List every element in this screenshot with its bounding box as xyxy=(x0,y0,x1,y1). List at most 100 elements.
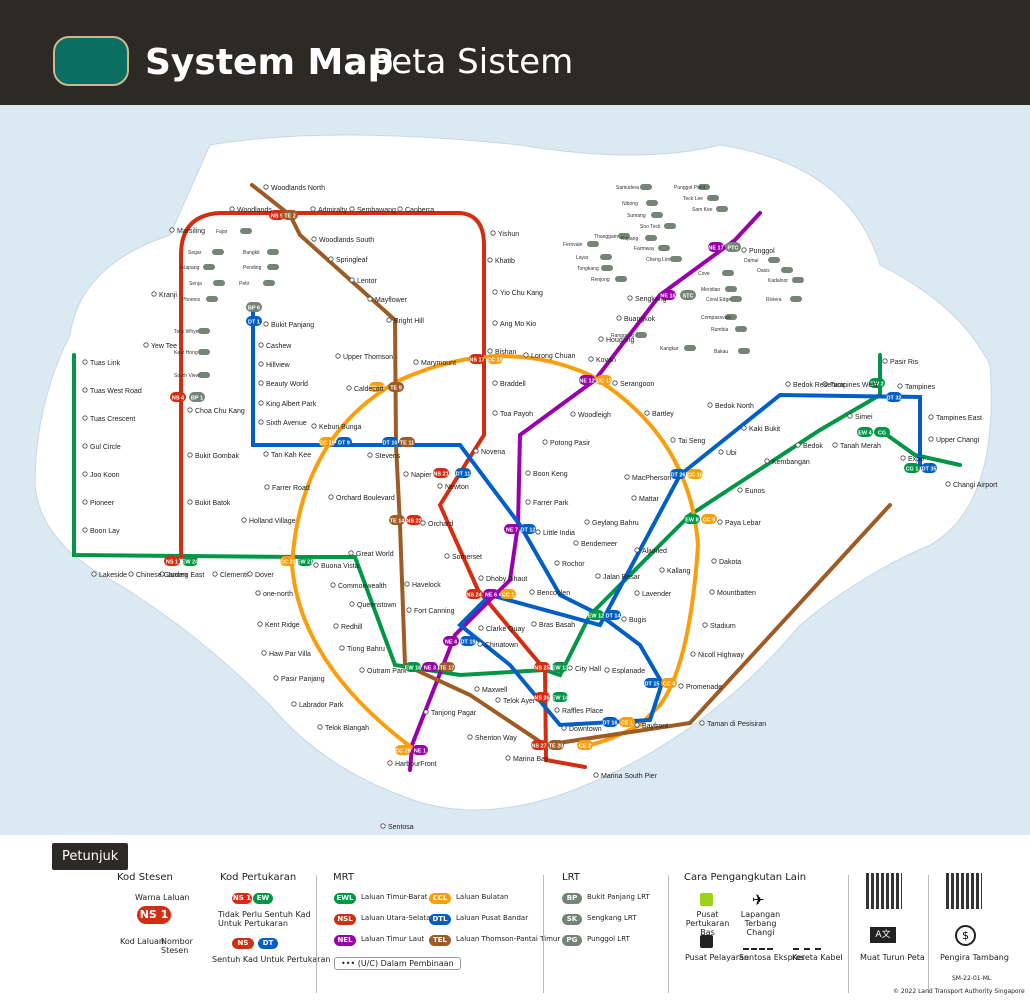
station-label[interactable]: Jalan Besar xyxy=(603,574,641,581)
station-label[interactable]: Little India xyxy=(543,530,575,537)
station-label[interactable]: Springleaf xyxy=(336,257,368,264)
station-label[interactable]: Sixth Avenue xyxy=(266,420,307,427)
station-label[interactable]: Tiong Bahru xyxy=(347,646,385,653)
station-label[interactable]: Bencoolen xyxy=(537,590,570,597)
station-label[interactable]: Pioneer xyxy=(90,500,115,507)
station-label[interactable]: Kembangan xyxy=(772,459,810,466)
lrt-station-label[interactable]: Thanggam xyxy=(594,234,618,240)
station-label[interactable]: Bedok xyxy=(803,443,823,450)
station-label[interactable]: Fort Canning xyxy=(414,608,455,615)
station-label[interactable]: one-north xyxy=(263,591,293,598)
station-label[interactable]: Napier xyxy=(411,472,432,479)
station-label[interactable]: King Albert Park xyxy=(266,401,317,408)
station-label[interactable]: Mattar xyxy=(639,496,660,503)
station-label[interactable]: Telok Ayer xyxy=(503,698,536,705)
station-label[interactable]: Tampines East xyxy=(936,415,982,422)
lrt-station-label[interactable]: Fajar xyxy=(216,229,228,235)
station-label[interactable]: HarbourFront xyxy=(395,761,437,768)
lrt-station-label[interactable]: Segar xyxy=(188,250,202,256)
lrt-station-label[interactable]: Compassvale xyxy=(701,315,732,321)
station-label[interactable]: Dakota xyxy=(719,559,741,566)
station-label[interactable]: Novena xyxy=(481,449,505,456)
station-label[interactable]: Boon Lay xyxy=(90,528,120,535)
station-label[interactable]: Sengkang xyxy=(635,296,667,303)
station-label[interactable]: Woodleigh xyxy=(578,412,611,419)
station-label[interactable]: Bukit Batok xyxy=(195,500,231,507)
station-label[interactable]: Woodlands South xyxy=(319,237,374,244)
station-label[interactable]: Haw Par Villa xyxy=(269,651,311,658)
station-label[interactable]: Clarke Quay xyxy=(486,626,525,633)
station-label[interactable]: Yio Chu Kang xyxy=(500,290,543,297)
station-label[interactable]: Hillview xyxy=(266,362,291,369)
station-label[interactable]: Expo xyxy=(908,456,924,463)
station-label[interactable]: Upper Changi xyxy=(936,437,980,444)
station-label[interactable]: Tai Seng xyxy=(678,438,705,445)
station-label[interactable]: Jurong East xyxy=(167,572,204,579)
station-label[interactable]: Pasir Ris xyxy=(890,359,919,366)
station-label[interactable]: Kranji xyxy=(159,292,177,299)
station-label[interactable]: Buangkok xyxy=(624,316,656,323)
station-label[interactable]: Canberra xyxy=(405,207,434,214)
station-label[interactable]: Rochor xyxy=(562,561,585,568)
lrt-station-label[interactable]: Sam Kee xyxy=(692,207,713,213)
station-label[interactable]: Paya Lebar xyxy=(725,520,761,527)
station-label[interactable]: Bedok North xyxy=(715,403,754,410)
lrt-station-label[interactable]: Pending xyxy=(243,265,262,271)
station-label[interactable]: Marina Bay xyxy=(513,756,549,763)
station-label[interactable]: Tan Kah Kee xyxy=(271,452,311,459)
station-label[interactable]: Bugis xyxy=(629,617,647,624)
station-label[interactable]: Marymount xyxy=(421,360,456,367)
lrt-station-label[interactable]: Tongkang xyxy=(577,266,599,272)
station-label[interactable]: Havelock xyxy=(412,582,441,589)
lrt-station-label[interactable]: Riviera xyxy=(766,297,782,303)
station-label[interactable]: Changi Airport xyxy=(953,482,997,489)
station-label[interactable]: Yew Tee xyxy=(151,343,177,350)
station-label[interactable]: Tuas Link xyxy=(90,360,121,367)
station-label[interactable]: Bright Hill xyxy=(394,318,424,325)
station-label[interactable]: Raffles Place xyxy=(562,708,603,715)
station-label[interactable]: Mayflower xyxy=(375,297,408,304)
station-label[interactable]: Tuas West Road xyxy=(90,388,142,395)
lrt-station-label[interactable]: Kangkar xyxy=(660,346,679,352)
station-label[interactable]: Somerset xyxy=(452,554,482,561)
lrt-station-label[interactable]: Punggol Point xyxy=(674,185,706,191)
lrt-station-label[interactable]: Nibong xyxy=(622,201,638,207)
station-label[interactable]: Bras Basah xyxy=(539,622,575,629)
station-label[interactable]: Woodlands North xyxy=(271,185,325,192)
station-label[interactable]: Orchard xyxy=(428,521,453,528)
station-label[interactable]: Potong Pasir xyxy=(550,440,591,447)
lrt-station-label[interactable]: Bangkit xyxy=(243,250,260,256)
station-label[interactable]: MacPherson xyxy=(632,475,671,482)
station-label[interactable]: Marsiling xyxy=(177,228,205,235)
station-label[interactable]: Hougang xyxy=(606,337,635,344)
station-label[interactable]: Sentosa xyxy=(388,824,414,831)
station-label[interactable]: Stevens xyxy=(375,453,401,460)
station-label[interactable]: Kent Ridge xyxy=(265,622,300,629)
station-label[interactable]: Clementi xyxy=(220,572,248,579)
station-label[interactable]: Kaki Bukit xyxy=(749,426,780,433)
lrt-station-label[interactable]: Petir xyxy=(239,281,250,287)
station-label[interactable]: Lakeside xyxy=(99,572,127,579)
station-label[interactable]: Nicoll Highway xyxy=(698,652,744,659)
station-label[interactable]: Redhill xyxy=(341,624,363,631)
lrt-station-label[interactable]: Meridian xyxy=(701,287,720,293)
station-label[interactable]: Queenstown xyxy=(357,602,396,609)
lrt-station-label[interactable]: Layar xyxy=(576,255,589,261)
station-label[interactable]: Holland Village xyxy=(249,518,296,525)
station-label[interactable]: Kovan xyxy=(596,357,616,364)
station-label[interactable]: Telok Blangah xyxy=(325,725,369,732)
station-label[interactable]: Toa Payoh xyxy=(500,411,533,418)
station-label[interactable]: Joo Koon xyxy=(90,472,120,479)
station-label[interactable]: Caldecott xyxy=(354,386,384,393)
lrt-station-label[interactable]: Cheng Lim xyxy=(646,257,670,263)
station-label[interactable]: Yishun xyxy=(498,231,519,238)
station-label[interactable]: Promenade xyxy=(686,684,722,691)
station-label[interactable]: Bartley xyxy=(652,411,674,418)
station-label[interactable]: Admiralty xyxy=(318,207,348,214)
station-label[interactable]: Shenton Way xyxy=(475,735,517,742)
station-label[interactable]: Punggol xyxy=(749,248,775,255)
station-label[interactable]: Downtown xyxy=(569,726,602,733)
lrt-station-label[interactable]: Damai xyxy=(744,258,758,264)
station-label[interactable]: Buona Vista xyxy=(321,563,359,570)
